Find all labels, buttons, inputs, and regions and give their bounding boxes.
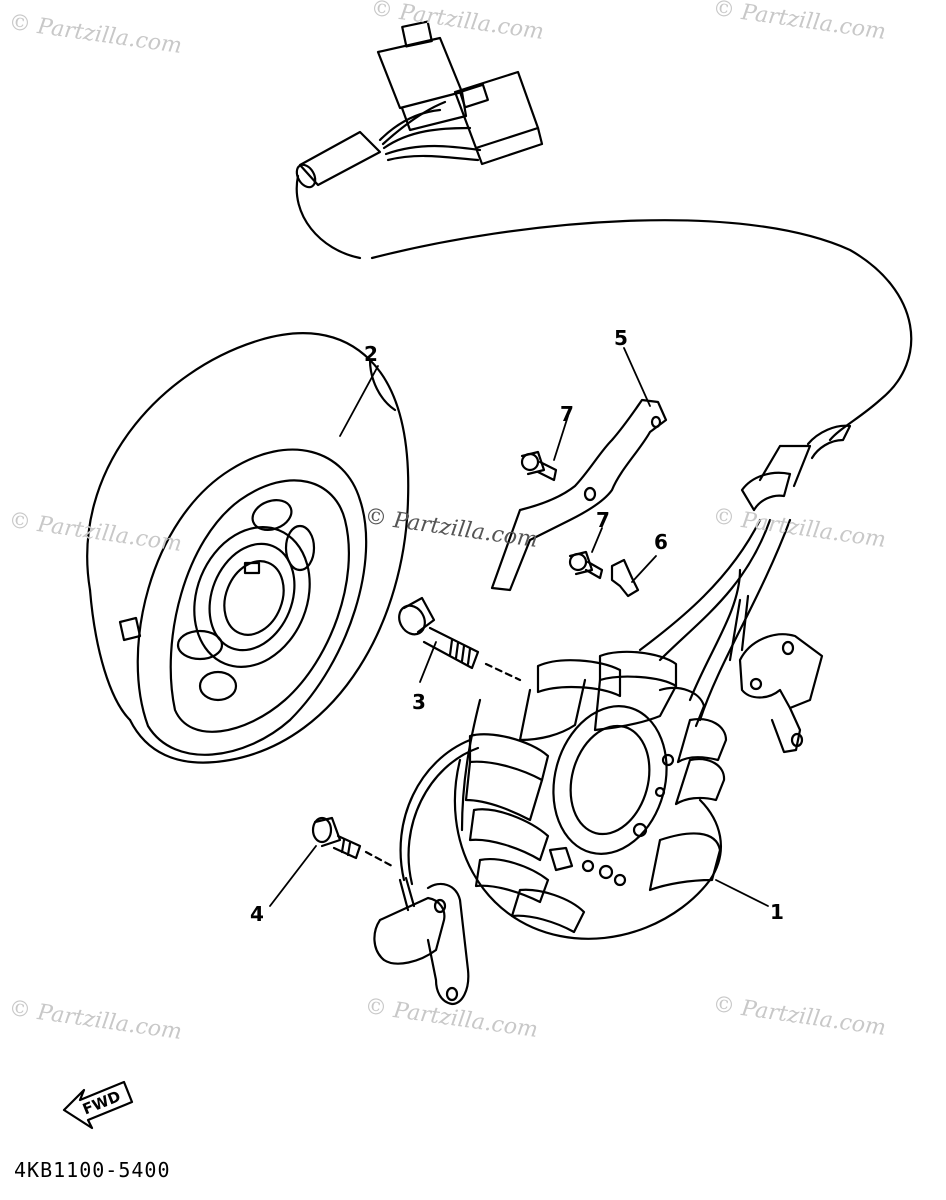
flywheel-rotor: [86, 332, 410, 764]
bolt-3: [398, 596, 522, 682]
wire-loop: [295, 174, 913, 442]
stator-coil: [453, 650, 728, 940]
fwd-arrow: [62, 1080, 134, 1130]
screw-7-lower: [568, 550, 604, 580]
wire-harness-connector: [295, 20, 544, 189]
pickup-coil-right: [728, 594, 824, 754]
clip-6: [610, 558, 640, 598]
callout-4: 4: [250, 902, 264, 926]
bracket-5: [490, 398, 668, 592]
pickup-coil-left: [373, 738, 480, 1006]
screw-4: [311, 816, 394, 868]
callout-5: 5: [614, 326, 628, 350]
part-number: 4KB1100-5400: [14, 1158, 171, 1182]
callout-6: 6: [654, 530, 668, 554]
screw-7-upper: [520, 450, 558, 482]
callout-7-upper: 7: [560, 402, 574, 426]
callout-2: 2: [364, 342, 378, 366]
callout-7-lower: 7: [596, 508, 610, 532]
leader-lines: [269, 347, 769, 907]
callout-3: 3: [412, 690, 426, 714]
callout-1: 1: [770, 900, 784, 924]
